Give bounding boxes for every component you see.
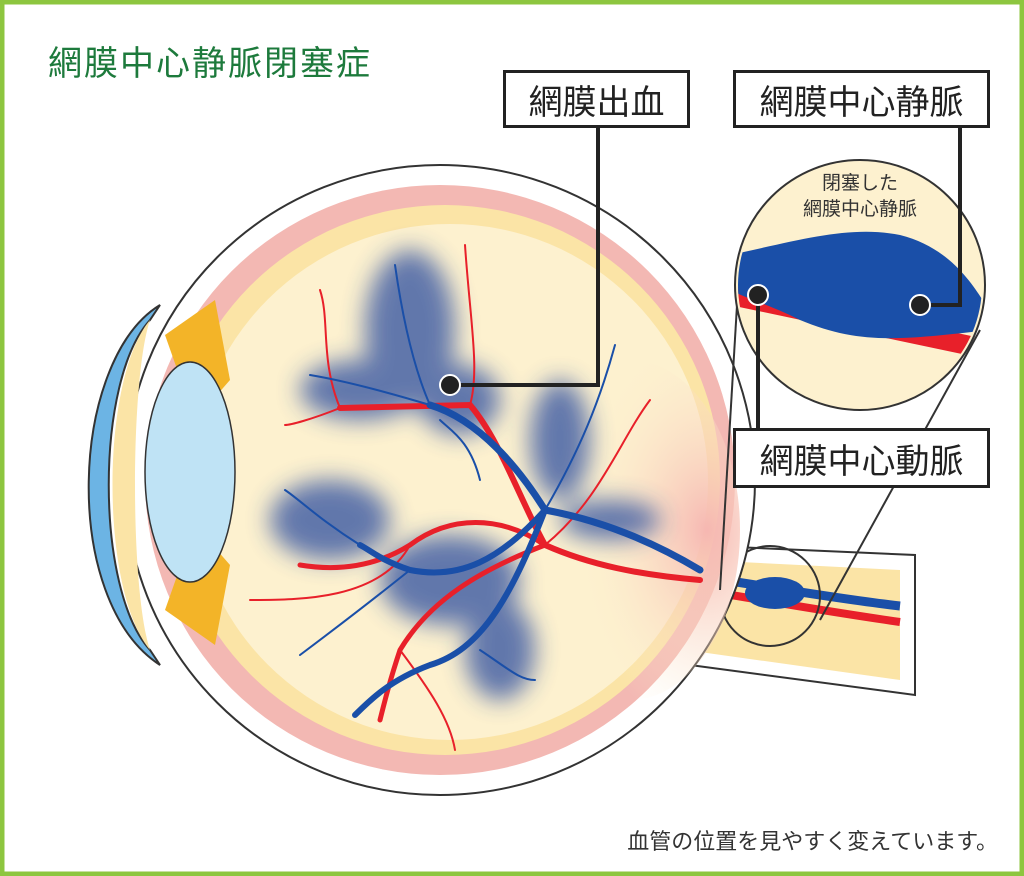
lens [144, 361, 236, 583]
eyeball [87, 164, 756, 796]
cornea [87, 304, 161, 666]
caption-line-2: 網膜中心静脈 [802, 198, 917, 220]
footnote: 血管の位置を見やすく変えています。 [627, 830, 998, 855]
caption-line-1: 閉塞した [821, 172, 898, 194]
label-retinal-hemorrhage: 網膜出血 [503, 70, 690, 128]
label-central-retinal-artery: 網膜中心動脈 [733, 428, 990, 488]
artery-marker [747, 284, 769, 306]
retinal-arteries [249, 244, 703, 751]
label-central-retinal-vein: 網膜中心静脈 [733, 70, 990, 128]
optic-nerve [689, 543, 916, 697]
vein-marker [909, 294, 931, 316]
hemorrhage-marker [439, 374, 461, 396]
retinal-veins [284, 264, 704, 718]
occluded-vein-caption: 閉塞した 網膜中心静脈 [770, 170, 950, 222]
page-title: 網膜中心静脈閉塞症 [48, 44, 372, 84]
leader-lines [450, 128, 962, 428]
